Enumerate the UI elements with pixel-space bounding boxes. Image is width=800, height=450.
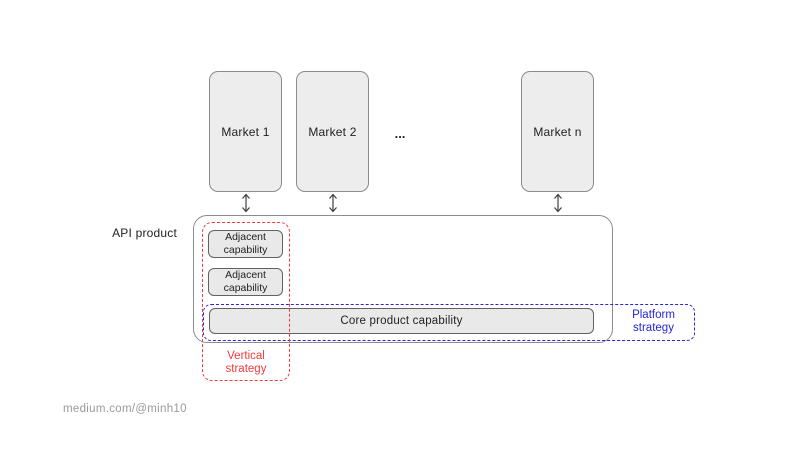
vertical-strategy-label: Vertical strategy [225,350,267,376]
platform-strategy-zone [203,304,695,341]
market-n-box: Market n [521,71,594,192]
market-1-bidirectional-arrow-icon [242,193,250,213]
core-product-capability-label: Core product capability [340,315,463,327]
market-1-label: Market 1 [221,124,270,139]
market-1-box: Market 1 [209,71,282,192]
adjacent-capability-1-label: Adjacent capability [223,231,268,256]
market-n-label: Market n [533,124,582,139]
core-product-capability-box: Core product capability [209,308,594,334]
api-product-label: API product [112,226,177,240]
adjacent-capability-box-1: Adjacent capability [208,230,283,258]
platform-strategy-label: Platform strategy [632,309,675,335]
market-2-bidirectional-arrow-icon [329,193,337,213]
footer-credit: medium.com/@minh10 [63,403,187,415]
vertical-strategy-zone [202,222,290,381]
adjacent-capability-2-label: Adjacent capability [223,269,268,294]
adjacent-capability-box-2: Adjacent capability [208,268,283,296]
markets-ellipsis: ... [394,126,406,141]
market-2-label: Market 2 [308,124,357,139]
market-2-box: Market 2 [296,71,369,192]
market-n-bidirectional-arrow-icon [554,193,562,213]
